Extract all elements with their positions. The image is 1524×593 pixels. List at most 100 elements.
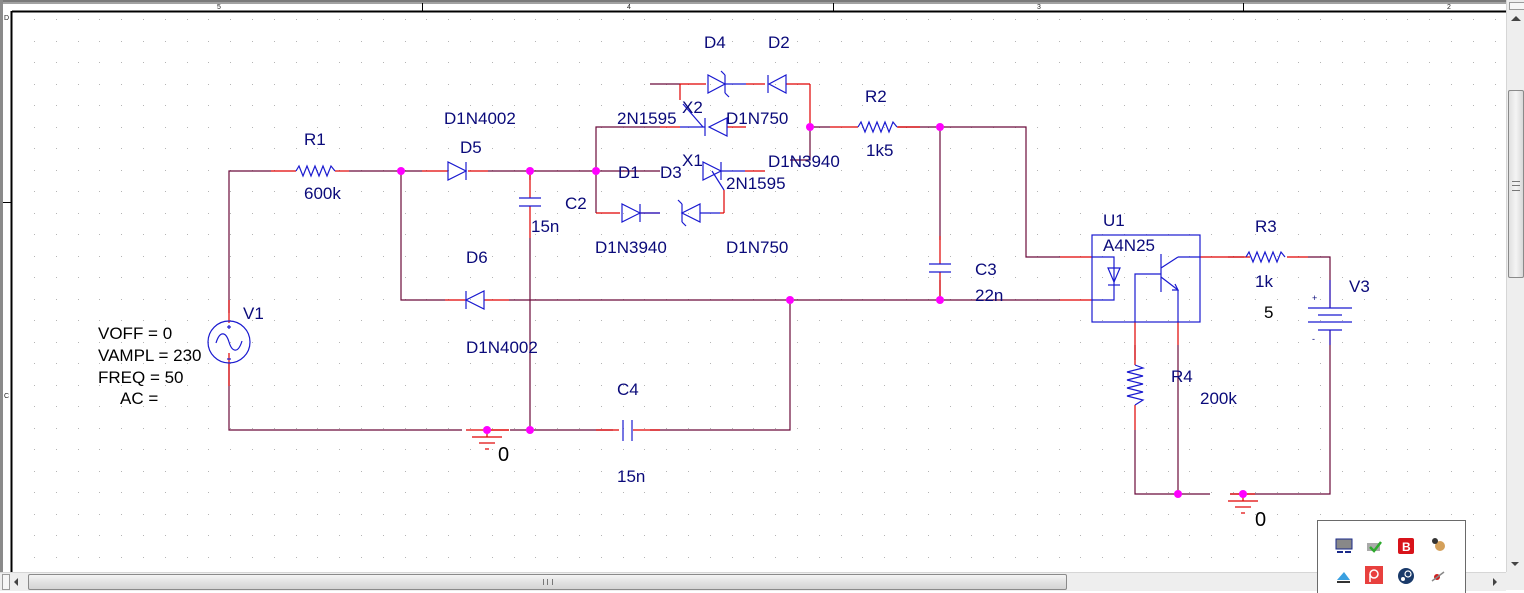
v1-param-freq: FREQ = 50 xyxy=(98,368,184,387)
horizontal-scroll-thumb[interactable] xyxy=(28,574,1067,590)
d6-ref: D6 xyxy=(466,248,488,267)
zone-col-2: 2 xyxy=(1447,4,1451,11)
capacitor-c2-symbol[interactable] xyxy=(519,197,541,207)
d2-ref: D2 xyxy=(768,33,790,52)
v3-ref: V3 xyxy=(1349,277,1370,296)
u1-model: A4N25 xyxy=(1103,236,1155,255)
d1-ref: D1 xyxy=(618,163,640,182)
v1-param-ac: AC = xyxy=(120,389,158,408)
zone-col-3: 3 xyxy=(1037,4,1041,11)
zener-d4-symbol[interactable] xyxy=(707,70,746,98)
d5-model: D1N4002 xyxy=(444,109,516,128)
v1-param-vampl: VAMPL = 230 xyxy=(98,346,201,365)
diode-d5-symbol[interactable] xyxy=(447,161,468,181)
c2-value: 15n xyxy=(531,217,559,236)
zone-row-c: C xyxy=(4,393,9,400)
diode-d2-symbol[interactable] xyxy=(767,74,787,94)
scroll-up-arrow-icon[interactable] xyxy=(1511,16,1521,21)
svg-text:B: B xyxy=(1402,540,1411,554)
v1-param-voff: VOFF = 0 xyxy=(98,324,172,343)
page-border: 5 4 3 2 D C xyxy=(3,2,1506,572)
wire xyxy=(595,126,660,213)
d3-ref: D3 xyxy=(660,163,682,182)
thyristor-x2-symbol[interactable] xyxy=(680,103,728,137)
r1-value: 600k xyxy=(304,184,341,203)
schematic-drawing[interactable]: 5 4 3 2 D C xyxy=(0,0,1506,572)
horizontal-scrollbar[interactable] xyxy=(0,572,1506,591)
scanner-icon[interactable] xyxy=(1335,568,1353,586)
d2-model: D1N3940 xyxy=(768,152,840,171)
zener-d3-symbol[interactable] xyxy=(677,199,720,227)
c4-value: 15n xyxy=(617,467,645,486)
scroll-left-arrow-icon[interactable] xyxy=(14,578,18,586)
resistor-r3-symbol[interactable] xyxy=(1245,250,1286,264)
r4-ref: R4 xyxy=(1171,367,1193,386)
wire xyxy=(898,126,1060,258)
c3-ref: C3 xyxy=(975,260,997,279)
resistor-r1-symbol[interactable] xyxy=(295,164,336,178)
ac-source-v1-symbol[interactable] xyxy=(207,320,251,364)
printer-check-icon[interactable] xyxy=(1365,537,1383,555)
x1-model: 2N1595 xyxy=(726,174,786,193)
wire xyxy=(650,300,791,431)
vertical-scroll-thumb[interactable] xyxy=(1508,90,1524,278)
wires[interactable] xyxy=(228,83,1331,495)
display-icon[interactable] xyxy=(1335,537,1353,555)
junction-dots xyxy=(397,123,1247,498)
x2-ref: X2 xyxy=(682,98,703,117)
r1-ref: R1 xyxy=(304,130,326,149)
battery-v3-symbol[interactable] xyxy=(1308,280,1352,345)
optocoupler-u1-symbol[interactable] xyxy=(1091,234,1201,323)
wire xyxy=(400,171,445,301)
d4-ref: D4 xyxy=(704,33,726,52)
window-top-edge xyxy=(0,0,1524,2)
r3-ref: R3 xyxy=(1255,217,1277,236)
wire xyxy=(1230,345,1331,495)
r4-value: 200k xyxy=(1200,389,1237,408)
system-tray-overflow: B xyxy=(1317,520,1466,593)
d4-model: D1N750 xyxy=(726,109,788,128)
x1-ref: X1 xyxy=(682,151,703,170)
grip-icon xyxy=(543,579,553,585)
tool-icon[interactable] xyxy=(1429,567,1447,585)
resistor-r2-symbol[interactable] xyxy=(857,120,898,134)
zone-col-5: 5 xyxy=(217,4,221,11)
resistor-r4-symbol[interactable] xyxy=(1126,364,1146,406)
capacitor-c3-symbol[interactable] xyxy=(929,263,951,273)
diode-d6-symbol[interactable] xyxy=(464,290,485,310)
v1-ref: V1 xyxy=(243,304,264,323)
wire xyxy=(228,170,271,313)
vertical-scrollbar[interactable] xyxy=(1506,0,1524,572)
zone-row-d: D xyxy=(4,15,9,22)
x2-model: 2N1595 xyxy=(617,109,677,128)
grid-dots xyxy=(34,19,1496,558)
d6-model: D1N4002 xyxy=(466,338,538,357)
v3-value: 5 xyxy=(1264,303,1273,322)
wire xyxy=(228,363,462,431)
steam-icon[interactable] xyxy=(1397,567,1415,585)
pin-stubs xyxy=(228,83,1331,495)
u1-ref: U1 xyxy=(1103,211,1125,230)
capacitor-c4-symbol[interactable] xyxy=(622,420,633,441)
ground-label: 0 xyxy=(1255,509,1266,531)
c2-ref: C2 xyxy=(565,194,587,213)
wire xyxy=(1134,430,1178,495)
scroll-right-arrow-icon[interactable] xyxy=(1493,578,1497,586)
grip-icon xyxy=(1512,181,1520,191)
scroll-down-arrow-icon[interactable] xyxy=(1511,562,1519,566)
bug-icon[interactable] xyxy=(1429,535,1447,553)
scrollbar-left-cap xyxy=(2,574,10,590)
thyristor-x1-symbol[interactable] xyxy=(702,161,745,191)
v3-plus-sign: + xyxy=(1312,293,1317,303)
c3-value: 22n xyxy=(975,286,1003,305)
diode-d1-symbol[interactable] xyxy=(621,203,660,223)
d3-model: D1N750 xyxy=(726,238,788,257)
pocket-icon[interactable] xyxy=(1365,566,1383,584)
wire xyxy=(1308,256,1331,280)
bitdefender-icon[interactable]: B xyxy=(1397,537,1415,555)
v3-minus-sign: - xyxy=(1312,334,1315,344)
r3-value: 1k xyxy=(1255,272,1273,291)
resize-grip[interactable] xyxy=(1506,572,1524,590)
scrollbar-top-cap xyxy=(1509,2,1524,10)
